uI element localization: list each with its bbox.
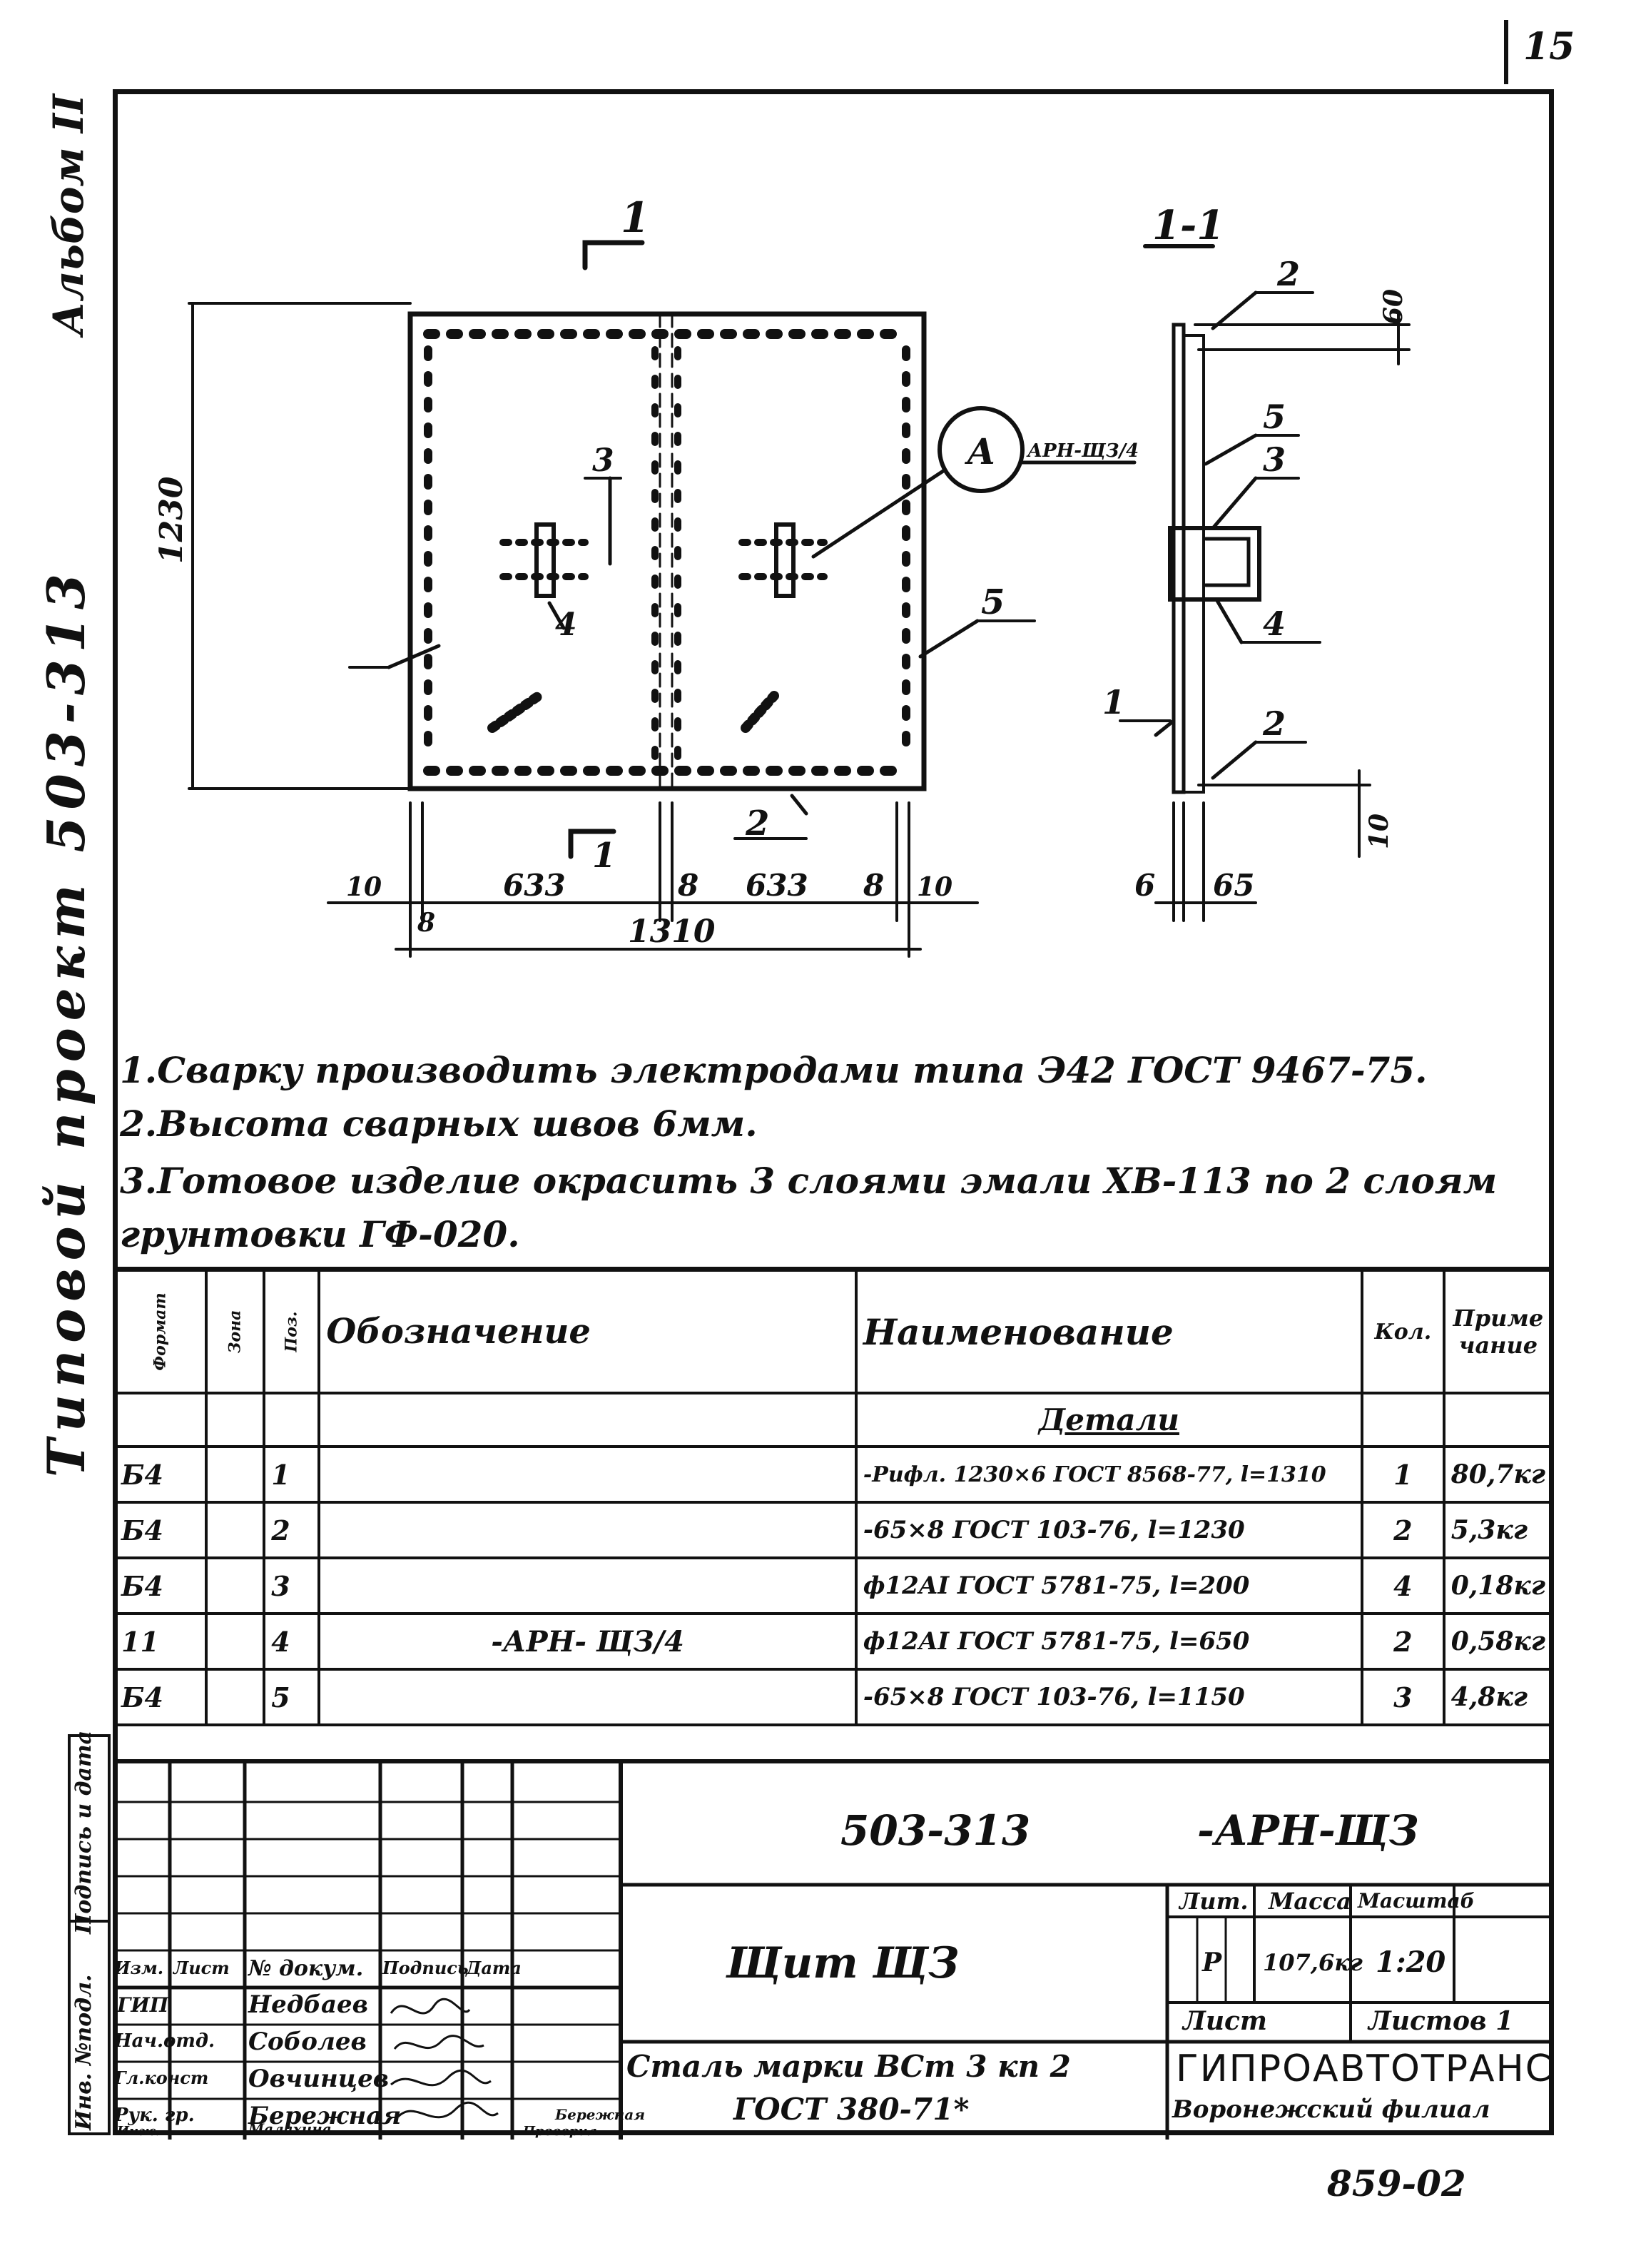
section-plate bbox=[1172, 323, 1186, 794]
header-pos: Поз. bbox=[263, 1269, 321, 1394]
title-grid bbox=[113, 1763, 1554, 2140]
spec-row-1: Б4 1 -Рифл. 1230×6 ГОСТ 8568-77, l=1310 … bbox=[112, 1445, 1555, 1504]
tb-col-sign: Подпись bbox=[382, 1958, 469, 1978]
tb-mass-value: 107,6кг bbox=[1263, 1949, 1363, 1976]
section-mark-label: 1 bbox=[621, 193, 649, 242]
header-qty: Кол. bbox=[1361, 1269, 1445, 1394]
spec-section-title: Детали bbox=[854, 1392, 1364, 1448]
tb-doc-suffix: -АРН-ЩЗ bbox=[1197, 1806, 1419, 1855]
dim-8-right: 8 bbox=[863, 868, 884, 903]
loop-left bbox=[534, 522, 556, 598]
page-number-divider bbox=[1504, 20, 1508, 84]
pos-2-section-top: 2 bbox=[1276, 255, 1300, 293]
page-number: 15 bbox=[1523, 25, 1575, 69]
drawing-frame bbox=[113, 89, 1554, 2135]
dim-height: 1230 bbox=[153, 476, 190, 564]
dim-total: 1310 bbox=[628, 913, 716, 950]
pos-1-section: 1 bbox=[1102, 683, 1125, 722]
tb-sheets-label: Листов 1 bbox=[1368, 2006, 1514, 2036]
signatures bbox=[390, 1998, 499, 2119]
tb-name-3: Овчинцев bbox=[248, 2065, 390, 2093]
tb-col-list: Лист bbox=[173, 1958, 230, 1978]
dim-section-top: 60 bbox=[1378, 289, 1408, 325]
note-1: 1.Сварку производить электродами типа Э4… bbox=[120, 1049, 1428, 1091]
bottom-code: 859-02 bbox=[1327, 2162, 1466, 2204]
tb-item-name: Щит ЩЗ bbox=[726, 1938, 960, 1988]
panel-outline bbox=[407, 311, 927, 791]
dim-633-b: 633 bbox=[746, 868, 808, 903]
tb-role-4: Рук. гр. bbox=[114, 2105, 195, 2126]
tb-name-2: Соболев bbox=[248, 2027, 367, 2056]
pos-3-plan: 3 bbox=[592, 442, 614, 479]
tb-material-1: Сталь марки ВСт 3 кп 2 bbox=[626, 2049, 1071, 2084]
spec-top-line bbox=[113, 1267, 1554, 1270]
header-zone: Зона bbox=[205, 1269, 266, 1394]
tb-role-2: Нач.отд. bbox=[114, 2030, 215, 2052]
title-block: Изм. Лист № докум. Подпись Дата ГИП Недб… bbox=[113, 1759, 1554, 2140]
tb-name-4: Бережная bbox=[248, 2102, 402, 2130]
tb-scale-value: 1:20 bbox=[1376, 1945, 1446, 1979]
tb-sheet-label: Лист bbox=[1183, 2006, 1268, 2036]
tb-mass-label: Масса bbox=[1269, 1888, 1351, 1915]
note-4: грунтовки ГФ-020. bbox=[120, 1213, 520, 1255]
header-name: Наименование bbox=[854, 1269, 1364, 1394]
section-mark-top bbox=[582, 240, 645, 270]
dim-left: 10 bbox=[346, 872, 382, 902]
loop-right bbox=[774, 522, 796, 598]
header-designation: Обозначение bbox=[317, 1269, 858, 1394]
note-3: 3.Готовое изделие окрасить 3 слоями эмал… bbox=[120, 1160, 1498, 1202]
spec-row-2: Б4 2 -65×8 ГОСТ 103-76, l=1230 2 5,3кг bbox=[112, 1501, 1555, 1559]
tb-name-5: Малахина bbox=[248, 2120, 332, 2137]
pos-2-section-bottom: 2 bbox=[1262, 704, 1286, 743]
dim-section-width: 65 bbox=[1213, 868, 1254, 903]
note-2: 2.Высота сварных швов 6мм. bbox=[120, 1103, 758, 1145]
dim-section-bottom: 10 bbox=[1364, 814, 1394, 849]
tb-col-doc: № докум. bbox=[248, 1956, 364, 1981]
section-mark-label-bottom: 1 bbox=[592, 836, 616, 876]
tb-role-5: Инж. bbox=[117, 2124, 160, 2139]
tb-role-6: Проверил bbox=[523, 2124, 597, 2139]
tb-name-6: Бережная bbox=[555, 2106, 646, 2123]
spec-row-3: Б4 3 ф12AI ГОСТ 5781-75, l=200 4 0,18кг bbox=[112, 1556, 1555, 1615]
tb-doc-number: 503-313 bbox=[840, 1806, 1031, 1855]
margin-stamp-divider bbox=[68, 1920, 111, 1923]
dim-633-a: 633 bbox=[503, 868, 566, 903]
tb-col-date: Дата bbox=[466, 1958, 522, 1978]
tb-material-2: ГОСТ 380-71* bbox=[733, 2092, 970, 2127]
tb-lit-label: Лит. bbox=[1179, 1888, 1249, 1915]
pos-3-section: 3 bbox=[1263, 440, 1286, 479]
callout-letter: А bbox=[964, 430, 996, 472]
pos-5-section: 5 bbox=[1263, 398, 1286, 436]
header-note: Приме чание bbox=[1442, 1269, 1555, 1394]
callout-ref: АРН-ЩЗ/4 bbox=[1026, 440, 1139, 462]
tb-scale-label: Масштаб bbox=[1358, 1889, 1475, 1913]
spec-header-row: Формат Зона Поз. Обозначение Наименовани… bbox=[112, 1269, 1555, 1394]
tb-role-3: Гл.конст bbox=[114, 2067, 209, 2088]
margin-stamp-box bbox=[68, 1734, 111, 2135]
panel-drawing: 1 1 1-1 А АРН-ЩЗ/4 3 4 5 2 2 5 3 4 1 2 1… bbox=[153, 193, 1411, 958]
pos-2-plan: 2 bbox=[745, 804, 769, 844]
tb-org-name: ГИПРОАВТОТРАНС bbox=[1176, 2047, 1553, 2090]
tb-col-izm: Изм. bbox=[114, 1958, 164, 1978]
dim-10-right: 10 bbox=[917, 872, 952, 902]
spec-section-row: Детали bbox=[112, 1392, 1555, 1448]
section-rib bbox=[1182, 334, 1205, 794]
dim-section-thickness: 6 bbox=[1134, 868, 1155, 903]
spec-table: Формат Зона Поз. Обозначение Наименовани… bbox=[112, 1269, 1555, 1726]
pos-5-plan: 5 bbox=[981, 582, 1005, 622]
tb-org-branch: Воронежский филиал bbox=[1172, 2095, 1490, 2124]
dim-8-mid: 8 bbox=[677, 868, 698, 903]
pos-4-plan: 4 bbox=[555, 607, 577, 643]
spec-row-4: 11 4 -АРН- ЩЗ/4 ф12AI ГОСТ 5781-75, l=65… bbox=[112, 1612, 1555, 1671]
header-format: Формат bbox=[112, 1269, 208, 1394]
pos-4-section: 4 bbox=[1263, 604, 1286, 643]
tb-role-1: ГИП bbox=[117, 1993, 169, 2017]
tb-name-1: Недбаев bbox=[248, 1990, 368, 2019]
dim-8-bottom: 8 bbox=[417, 908, 435, 938]
callout-circle bbox=[938, 406, 1025, 493]
tb-lit-value: Р bbox=[1202, 1948, 1222, 1978]
section-title: 1-1 bbox=[1152, 202, 1224, 249]
spec-row-5: Б4 5 -65×8 ГОСТ 103-76, l=1150 3 4,8кг bbox=[112, 1668, 1555, 1726]
section-mark-bottom bbox=[568, 829, 616, 859]
